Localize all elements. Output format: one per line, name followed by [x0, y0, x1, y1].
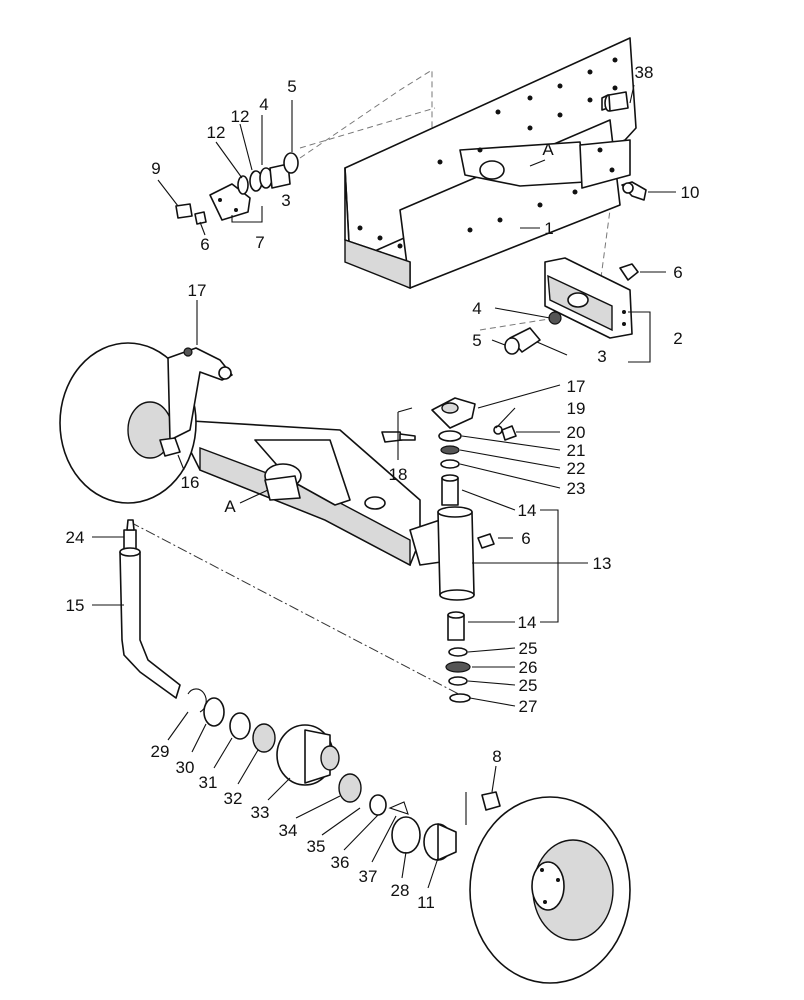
callout-23: 23: [567, 479, 586, 498]
callout-4-top: 4: [259, 95, 268, 114]
callout-34: 34: [279, 821, 298, 840]
callout-26: 26: [519, 658, 538, 677]
kingpin-stack: [381, 397, 517, 506]
callout-38: 38: [635, 63, 654, 82]
callout-12-lower: 12: [207, 123, 226, 142]
callout-labels: 5 4 12 12 9 3 6 7 A 1 38 10 6 2 4 5 3 17…: [66, 63, 700, 912]
callout-19: 19: [567, 399, 586, 418]
axle-tube: [437, 506, 495, 703]
rear-pivot-bracket: [504, 257, 639, 355]
frame-bolt-holes: [357, 57, 618, 249]
callout-22: 22: [567, 459, 586, 478]
hub-assembly: [187, 688, 409, 816]
callout-11: 11: [417, 893, 435, 912]
callout-1: 1: [544, 219, 553, 238]
callout-15: 15: [66, 596, 85, 615]
callout-30: 30: [176, 758, 195, 777]
callout-14-upper: 14: [518, 501, 537, 520]
callout-ref-A-bottom: A: [224, 497, 236, 516]
steering-knuckle: [119, 519, 181, 699]
callout-29: 29: [151, 742, 170, 761]
callout-32: 32: [224, 789, 243, 808]
callout-17-left: 17: [188, 281, 207, 300]
callout-10: 10: [681, 183, 700, 202]
callout-24: 24: [66, 528, 85, 547]
callout-33: 33: [251, 803, 270, 822]
callout-18: 18: [389, 465, 408, 484]
front-pivot-bracket: [175, 152, 299, 225]
bolt-38: [604, 91, 629, 112]
callout-6-bracket: 6: [673, 263, 682, 282]
callout-6-tube: 6: [521, 529, 530, 548]
callout-9: 9: [151, 159, 160, 178]
callout-7: 7: [255, 233, 264, 252]
callout-12-upper: 12: [231, 107, 250, 126]
callout-16: 16: [181, 473, 200, 492]
hub-cover-parts: [391, 791, 501, 861]
callout-20: 20: [567, 423, 586, 442]
callout-5-top: 5: [287, 77, 296, 96]
callout-3-mid: 3: [597, 347, 606, 366]
callout-27: 27: [519, 697, 538, 716]
callout-14-lower: 14: [518, 613, 537, 632]
callout-25-lower: 25: [519, 676, 538, 695]
callout-2: 2: [673, 329, 682, 348]
callout-36: 36: [331, 853, 350, 872]
callout-6-top: 6: [200, 235, 209, 254]
axle-beam: [174, 419, 456, 567]
callout-35: 35: [307, 837, 326, 856]
frame-rails: [344, 37, 637, 290]
callout-21: 21: [567, 441, 586, 460]
callout-31: 31: [199, 773, 218, 792]
callout-25-upper: 25: [519, 639, 538, 658]
callout-28: 28: [391, 881, 410, 900]
bolt-10: [621, 181, 647, 201]
callout-13: 13: [593, 554, 612, 573]
callout-4-mid: 4: [472, 299, 481, 318]
front-wheel-rim: [469, 796, 631, 984]
leader-lines: [92, 84, 676, 889]
callout-5-mid: 5: [472, 331, 481, 350]
callout-3-top: 3: [281, 191, 290, 210]
left-wheel: [59, 342, 233, 504]
callout-8: 8: [492, 747, 501, 766]
callout-17-right: 17: [567, 377, 586, 396]
callout-37: 37: [359, 867, 378, 886]
callout-ref-A-top: A: [542, 140, 554, 159]
